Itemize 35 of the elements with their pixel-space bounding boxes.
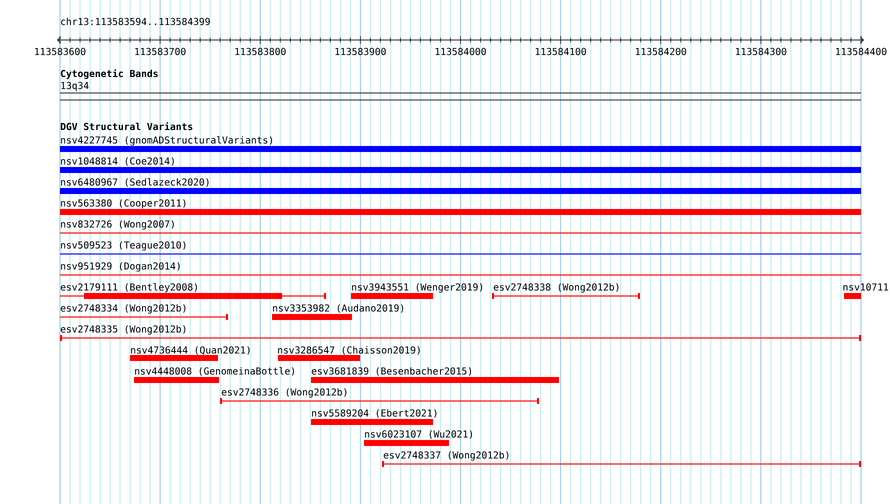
track-title: Cytogenetic Bands: [60, 69, 158, 79]
tick-label: 113583600: [35, 48, 86, 56]
variant-label: nsv951929 (Dogan2014): [61, 262, 180, 272]
variant-label: esv2748337 (Wong2012b): [384, 451, 508, 461]
variant-label: esv2748334 (Wong2012b): [60, 304, 186, 314]
tick-label: 113584000: [436, 48, 486, 56]
variant-label: nsv563380 (Cooper2011): [61, 199, 186, 208]
variant-label: nsv5589204 (Ebert2021): [312, 409, 436, 418]
tick-label: 113584100: [536, 48, 586, 56]
track-title: DGV Structural Variants: [60, 122, 192, 130]
variant-label: nsv3353982 (Audano2019): [273, 304, 404, 313]
variant-label: esv2179111 (Bentley2008): [60, 283, 197, 292]
coordinate-range: chr13:113583594..113584399: [61, 18, 210, 26]
variant-label: esv2748338 (Wong2012b): [494, 283, 618, 293]
tick-label: 113583900: [336, 48, 386, 56]
variant-label: nsv4227745 (gnomADStructuralVariants): [61, 136, 272, 146]
variant-label: nsv3286547 (Chaisson2019): [278, 346, 420, 355]
tick-label: 113584200: [636, 48, 686, 56]
tick-label: 113583700: [135, 48, 186, 56]
variant-label: esv2748336 (Wong2012b): [222, 388, 346, 398]
variant-label: esv3681839 (Besenbacher2015): [312, 367, 472, 376]
variant-label: esv2748335 (Wong2012b): [60, 325, 186, 335]
variant-label: nsv3943551 (Wenger2019): [352, 283, 482, 293]
variant-label: nsv6023107 (Wu2021): [365, 430, 472, 439]
variant-label: nsv4736444 (Quan2021): [131, 346, 250, 355]
variant-label: nsv1048814 (Coe2014): [61, 157, 174, 166]
tick-label: 113584300: [736, 48, 786, 56]
tick-label: 113584400: [836, 48, 886, 56]
variant-label: nsv832726 (Wong2007): [61, 220, 174, 230]
variant-label: nsv10711: [843, 283, 888, 291]
variant-label: nsv6480967 (Sedlazeck2020): [61, 178, 208, 187]
tick-label: 113583800: [235, 48, 286, 56]
band-label: 13q34: [61, 82, 89, 91]
variant-label: nsv4448008 (GenomeinaBottle): [135, 367, 294, 376]
variant-label: nsv509523 (Teague2010): [61, 241, 186, 251]
